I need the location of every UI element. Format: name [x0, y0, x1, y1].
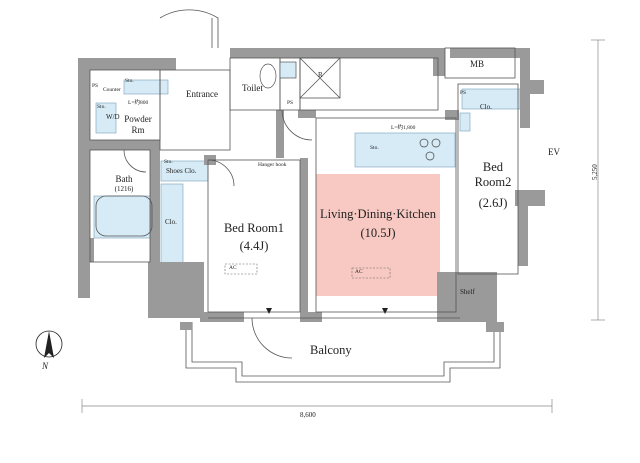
depth-dimension: 5,250 [591, 164, 599, 180]
storage-label: Sto. [125, 78, 134, 84]
ps-label: PS [460, 90, 467, 96]
bath-size: (1216) [114, 185, 134, 193]
toilet-label: Toilet [242, 83, 263, 93]
ac-units [224, 263, 391, 279]
bath-label: Bath [115, 174, 133, 184]
bed2-name-line1: Bed [482, 160, 504, 174]
shoes-closet-label: Shoes Clo. [166, 167, 197, 175]
storage-label: Sto. [97, 104, 106, 110]
toilet-fixture [259, 61, 297, 89]
bed1-closet-label: Clo. [165, 218, 177, 226]
mb-label: MB [470, 59, 485, 69]
kitchen-length: L=约1,800 [391, 125, 416, 131]
balcony-label: Balcony [310, 343, 352, 357]
closet-fills [93, 79, 521, 306]
window-markers [266, 308, 388, 314]
stove-icon [419, 138, 441, 161]
powder-label-line1: Powder [124, 114, 152, 124]
ps-label: PS [287, 100, 294, 106]
ev-label: EV [548, 147, 560, 157]
ac-label: AC [229, 265, 237, 271]
bed2-closet-label: Clo. [480, 103, 492, 111]
dimension-lines [81, 39, 605, 413]
width-dimension: 8,600 [300, 411, 316, 419]
bed2-size: (2.6J) [478, 196, 508, 210]
r-mark: R [318, 71, 323, 79]
walls [78, 48, 545, 322]
storage-label: Sto. [164, 159, 173, 165]
ldk-name: Living·Dining·Kitchen [320, 207, 436, 221]
ldk-floor [316, 174, 440, 296]
bed1-size: (4.4J) [239, 239, 269, 253]
hanger-hook-label: Hanger hook [258, 162, 287, 168]
wd-label: W/D [106, 113, 120, 121]
storage-label: Sto. [370, 145, 379, 151]
compass-icon [35, 330, 63, 358]
ac-label: AC [355, 269, 363, 275]
ps-label: PS [92, 83, 99, 89]
counter-length: L=约800 [128, 100, 149, 106]
ldk-size: (10.5J) [360, 226, 396, 240]
entrance-label: Entrance [186, 89, 218, 99]
bed1-name: Bed Room1 [223, 221, 285, 235]
bed2-name-line2: Room2 [474, 175, 512, 189]
thin-walls [89, 9, 519, 383]
powder-label-line2: Rm [131, 125, 145, 135]
counter-label: Counter [103, 87, 121, 93]
compass-north-label: N [42, 361, 49, 371]
shelf-label: Shelf [460, 288, 475, 296]
